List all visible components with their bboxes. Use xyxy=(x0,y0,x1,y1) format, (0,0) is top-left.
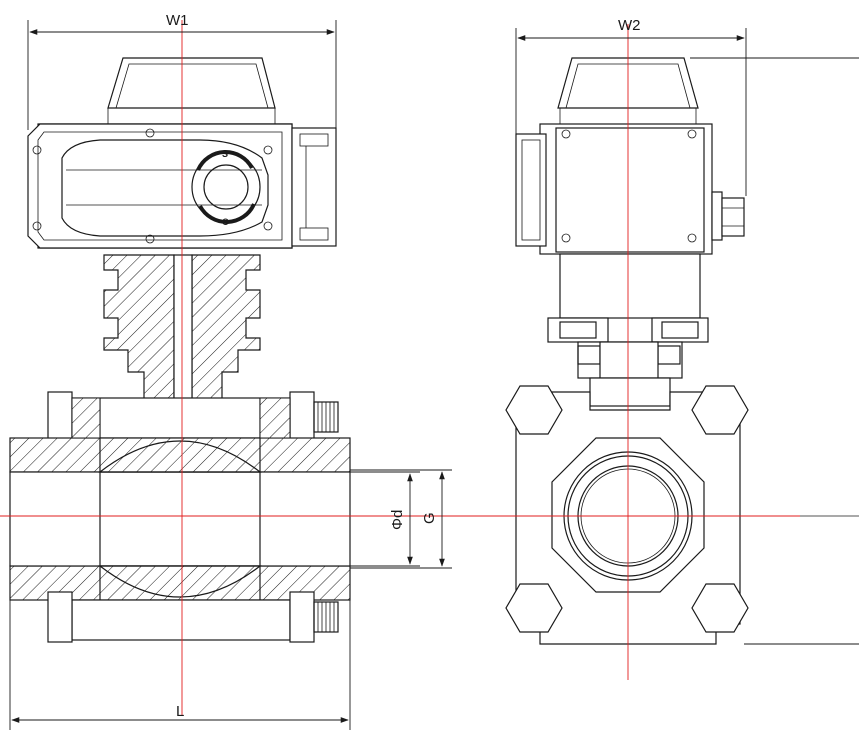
actuator-top-cover xyxy=(107,57,276,124)
dimension-bore: Φd xyxy=(350,471,420,567)
dimension-label-l: L xyxy=(176,703,184,720)
lower-bolts xyxy=(47,591,339,643)
upper-bolts xyxy=(47,391,339,443)
side-body xyxy=(505,385,749,645)
dimension-thread: G xyxy=(350,469,452,569)
dimension-w2: W2 xyxy=(515,17,747,196)
dimension-w1: W1 xyxy=(27,12,337,130)
side-actuator-housing xyxy=(515,123,745,255)
position-indicator: S O xyxy=(191,149,261,227)
front-view: S O xyxy=(0,20,470,715)
open-mark: O xyxy=(222,217,229,227)
actuator-housing xyxy=(27,123,337,249)
dimension-label-bore: Φd xyxy=(389,510,406,530)
height-extension-lines xyxy=(690,57,859,645)
dimension-l: L xyxy=(9,600,351,730)
side-bracket xyxy=(547,253,709,407)
valve-body-section xyxy=(9,397,351,641)
dimension-label-w1: W1 xyxy=(166,12,189,29)
side-view xyxy=(470,24,859,680)
shut-mark: S xyxy=(222,149,228,159)
dimension-label-thread: G xyxy=(421,512,438,524)
dimension-label-w2: W2 xyxy=(618,17,641,34)
